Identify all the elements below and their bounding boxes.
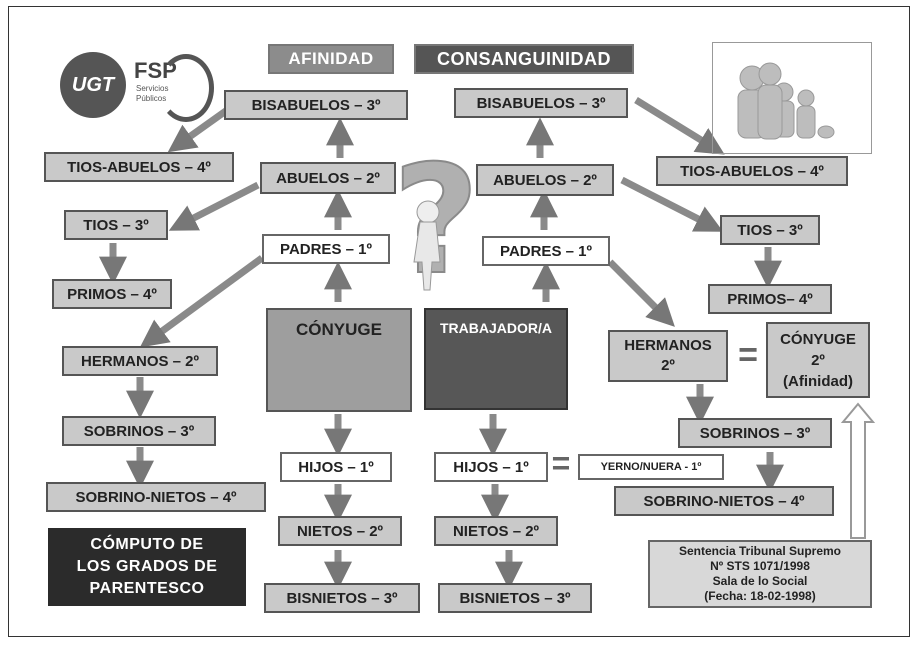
fsp-logo-sub1: Servicios (136, 84, 169, 93)
computo-line2: LOS GRADOS DE (76, 558, 218, 575)
right-nietos: NIETOS – 2º (434, 516, 558, 546)
right-conyuge-afinidad: CÓNYUGE 2º (Afinidad) (766, 322, 870, 398)
ugt-logo-circle: UGT (60, 52, 126, 118)
left-nietos: NIETOS – 2º (278, 516, 402, 546)
computo-title-box: CÓMPUTO DE LOS GRADOS DE PARENTESCO (48, 528, 246, 606)
left-padres: PADRES – 1º (262, 234, 390, 264)
right-hijos-equals: = (551, 445, 571, 481)
right-padres: PADRES – 1º (482, 236, 610, 266)
fsp-logo-sub2: Públicos (136, 94, 167, 103)
header-consanguinidad: CONSANGUINIDAD (414, 44, 634, 74)
left-conyuge-label: CÓNYUGE (296, 320, 382, 339)
arrow-bisabuelos-tiosabuelos-right (634, 97, 725, 155)
ugt-logo-text: UGT (71, 73, 115, 96)
sentencia-box: Sentencia Tribunal Supremo Nº STS 1071/1… (648, 540, 872, 608)
arrow-abuelos-tios-right (620, 176, 724, 232)
right-sobrino-nietos: SOBRINO-NIETOS – 4º (614, 486, 834, 516)
header-afinidad: AFINIDAD (268, 44, 394, 74)
right-conyuge-line3: (Afinidad) (783, 372, 853, 390)
left-hermanos: HERMANOS – 2º (62, 346, 218, 376)
right-sobrinos: SOBRINOS – 3º (678, 418, 832, 448)
left-conyuge-box: CÓNYUGE (266, 308, 412, 412)
computo-line1: CÓMPUTO DE (90, 536, 204, 553)
left-primos: PRIMOS – 4º (52, 279, 172, 309)
sentencia-line2: Nº STS 1071/1998 (710, 559, 810, 573)
right-hermanos-line1: HERMANOS (624, 337, 712, 354)
arrow-sentencia-conyuge (840, 402, 876, 539)
right-hermanos-line2: 2º (661, 357, 675, 374)
right-trabajador-label: TRABAJADOR/A (440, 320, 552, 336)
sentencia-line3: Sala de lo Social (712, 574, 808, 588)
arrow-bisabuelos-tiosabuelos-left (167, 105, 233, 153)
arrow-padres-hermanos-right (607, 259, 675, 327)
sentencia-line1: Sentencia Tribunal Supremo (678, 544, 842, 558)
family-icon (737, 62, 835, 140)
left-sobrinos: SOBRINOS – 3º (62, 416, 216, 446)
sentencia-line4: (Fecha: 18-02-1998) (704, 589, 816, 603)
ugt-fsp-logo: UGT FSP Servicios Públicos (60, 52, 214, 122)
right-bisabuelos: BISABUELOS – 3º (454, 88, 628, 118)
arrow-padres-hermanos-left (139, 255, 265, 348)
left-bisnietos: BISNIETOS – 3º (264, 583, 420, 613)
right-tios: TIOS – 3º (720, 215, 820, 245)
right-tios-abuelos: TIOS-ABUELOS – 4º (656, 156, 848, 186)
right-primos: PRIMOS– 4º (708, 284, 832, 314)
left-abuelos: ABUELOS – 2º (260, 162, 396, 194)
right-trabajador-box: TRABAJADOR/A (424, 308, 568, 410)
right-bisnietos: BISNIETOS – 3º (438, 583, 592, 613)
right-yerno-nuera: YERNO/NUERA - 1º (578, 454, 724, 480)
arrow-abuelos-tios-left (168, 181, 260, 231)
right-abuelos: ABUELOS – 2º (476, 164, 614, 196)
right-hermanos-equals: = (738, 336, 758, 374)
left-tios-abuelos: TIOS-ABUELOS – 4º (44, 152, 234, 182)
fsp-logo-arc (158, 54, 214, 122)
right-hermanos: HERMANOS 2º (608, 330, 728, 382)
question-figure-icon: ? (391, 133, 480, 309)
left-tios: TIOS – 3º (64, 210, 168, 240)
left-hijos: HIJOS – 1º (280, 452, 392, 482)
left-bisabuelos: BISABUELOS – 3º (224, 90, 408, 120)
question-mark: ? (392, 134, 479, 308)
computo-line3: PARENTESCO (89, 580, 205, 597)
right-conyuge-line2: 2º (811, 351, 825, 369)
right-hijos: HIJOS – 1º (434, 452, 548, 482)
left-sobrino-nietos: SOBRINO-NIETOS – 4º (46, 482, 266, 512)
right-conyuge-line1: CÓNYUGE (780, 330, 856, 348)
family-photo (712, 42, 872, 154)
